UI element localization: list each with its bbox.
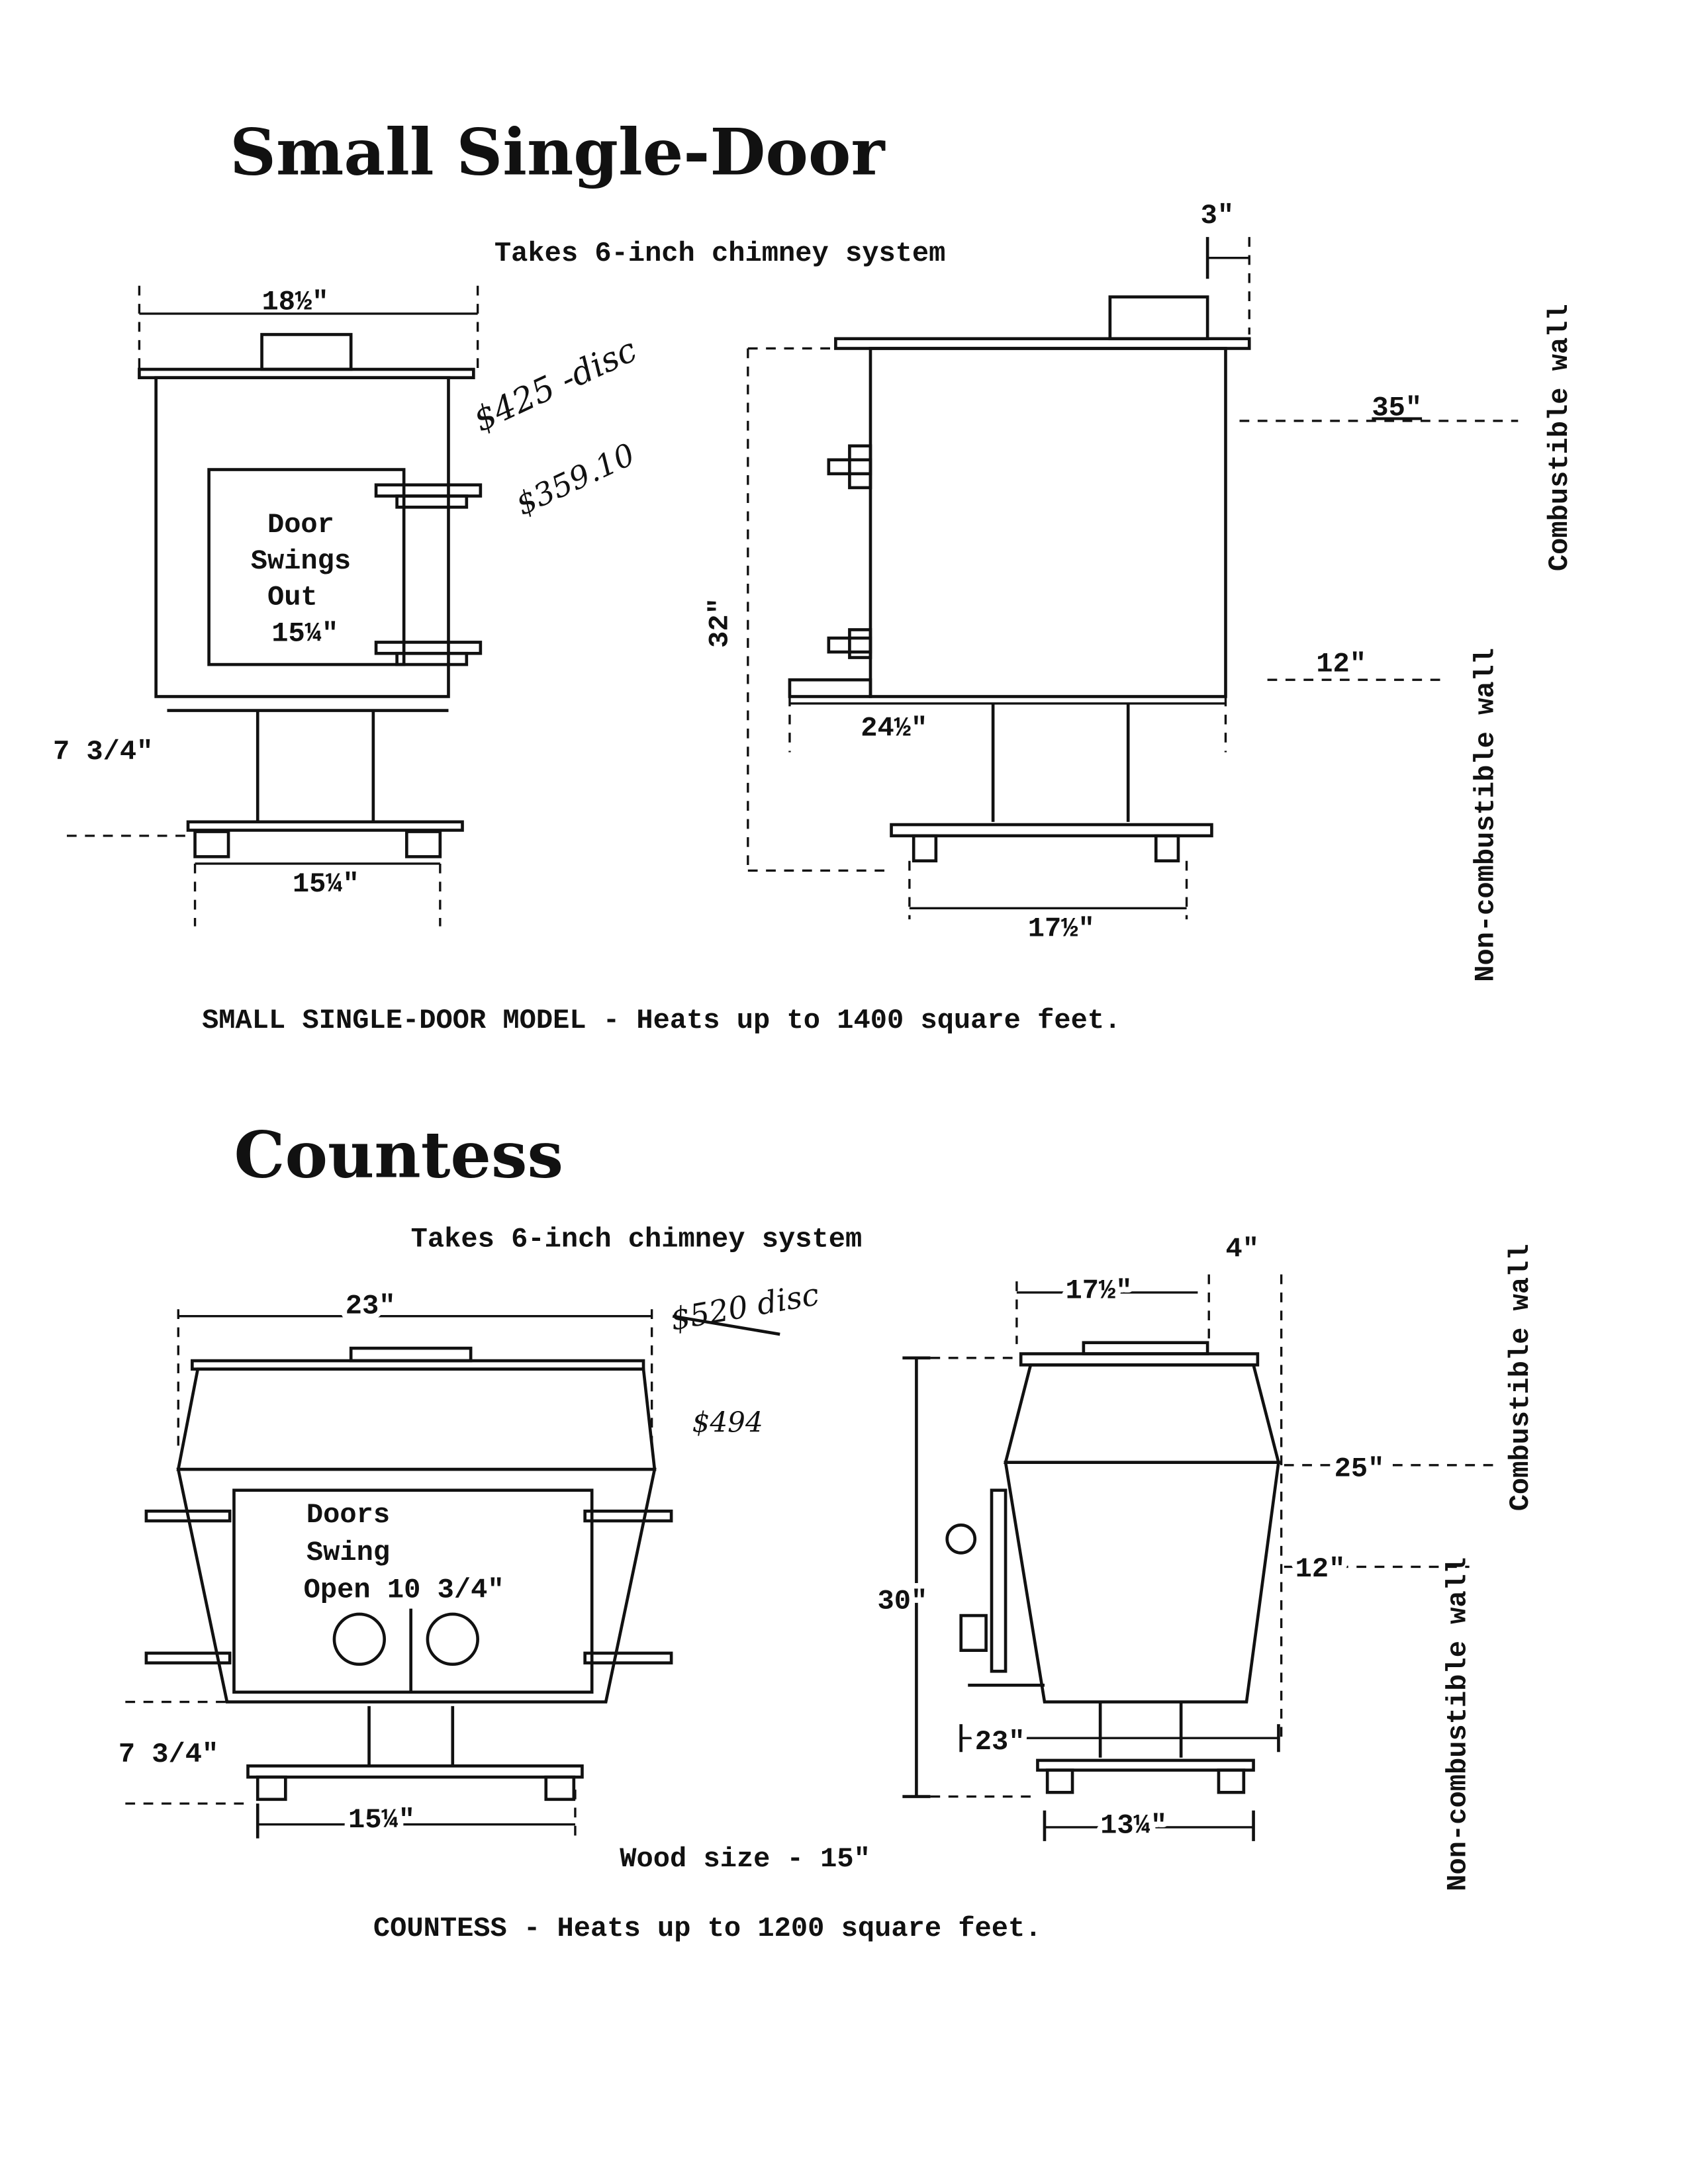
small-price-2: $359.10	[510, 436, 640, 522]
countess-price-2: $494	[692, 1406, 763, 1438]
countess-combustible-wall-label: Combustible wall	[1505, 1244, 1536, 1511]
small-side-base-depth: 17½"	[1028, 913, 1095, 944]
countess-door-label-1: Doors	[306, 1499, 390, 1531]
small-side-depth: 24½"	[861, 712, 927, 744]
handwritten-prices-small: $425 -disc $359.10	[467, 330, 642, 522]
small-door-label-4: 15¼"	[271, 617, 338, 649]
countess-door-label-2: Swing	[306, 1537, 390, 1569]
countess-front-width: 23"	[346, 1291, 396, 1322]
small-side-view: 3" 32" 24½" 17½" 35" 12"	[704, 200, 1519, 944]
small-chimney-note: Takes 6-inch chimney system	[494, 238, 946, 269]
small-leg-height: 7 3/4"	[53, 736, 153, 768]
countess-leg-height: 7 3/4"	[118, 1739, 218, 1770]
small-door-label-1: Door	[267, 509, 334, 541]
countess-title: Countess	[234, 1116, 563, 1192]
small-chimney-clearance: 3"	[1201, 200, 1234, 232]
countess-door-label-3: Open 10 3/4"	[304, 1574, 504, 1606]
small-door-label-2: Swings	[251, 545, 351, 577]
countess-chimney-note: Takes 6-inch chimney system	[411, 1224, 863, 1255]
countess-chimney-clearance: 4"	[1225, 1233, 1258, 1265]
countess-side-top-depth: 17½"	[1066, 1275, 1133, 1306]
small-noncombustible-clearance: 12"	[1316, 649, 1366, 680]
small-door-label: Door Swings Out 15¼"	[251, 509, 368, 649]
countess-caption: COUNTESS - Heats up to 1200 square feet.	[373, 1913, 1042, 1944]
small-noncombustible-wall-label: Non-combustible wall	[1470, 648, 1501, 982]
countess-noncombustible-clearance: 12"	[1295, 1553, 1346, 1585]
small-door-label-3: Out	[267, 582, 318, 614]
small-base-width: 15¼"	[293, 868, 359, 900]
small-combustible-wall-label: Combustible wall	[1544, 304, 1575, 571]
countess-noncombustible-wall-label: Non-combustible wall	[1442, 1557, 1474, 1891]
countess-side-height: 30"	[877, 1586, 927, 1617]
small-front-view: 18½" Door Swings Out 15¼" 7 3/4" 15¼"	[53, 285, 483, 927]
countess-base-width: 15¼"	[348, 1804, 415, 1836]
small-caption: SMALL SINGLE-DOOR MODEL - Heats up to 14…	[202, 1005, 1121, 1036]
countess-side-depth: 23"	[975, 1726, 1025, 1758]
countess-combustible-clearance: 25"	[1335, 1453, 1385, 1485]
small-front-width: 18½"	[262, 287, 329, 318]
countess-door-label: Doors Swing Open 10 3/4"	[304, 1499, 504, 1606]
small-side-height: 32"	[704, 598, 735, 648]
countess-wood-size: Wood size - 15"	[620, 1843, 870, 1875]
handwritten-prices-countess: $520 disc $494	[668, 1276, 822, 1438]
countess-front-view: 23" Doors Swing Open 10 3/4" 7 3/4" 15¼"	[118, 1285, 673, 1841]
countess-side-base-depth: 13¼"	[1100, 1809, 1167, 1841]
countess-side-view: 4" 17½" 30" 25" 12" 23" 13¼"	[872, 1233, 1497, 1847]
small-title: Small Single-Door	[230, 114, 885, 189]
small-price-1: $425 -disc	[467, 330, 642, 439]
small-combustible-clearance: 35"	[1372, 392, 1422, 424]
